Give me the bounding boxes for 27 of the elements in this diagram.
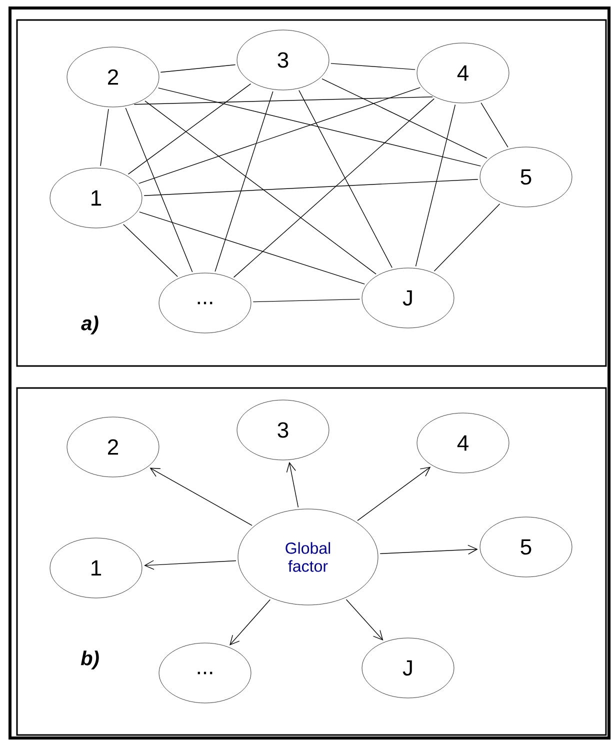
connector-line	[214, 91, 274, 272]
arrow	[357, 466, 431, 521]
connector-line	[233, 98, 435, 278]
connector-line	[134, 96, 433, 105]
arrow	[230, 599, 270, 646]
connector-line	[125, 108, 193, 272]
connector-line	[330, 63, 416, 70]
connector-line	[434, 204, 500, 272]
connector-line	[158, 88, 482, 166]
arrow	[144, 560, 236, 570]
connector-line	[322, 78, 488, 159]
connector-line	[128, 83, 252, 175]
connector-line	[298, 90, 392, 268]
connector-line	[144, 100, 376, 274]
connector-line	[123, 224, 178, 277]
connector-line	[138, 87, 420, 184]
arrow	[286, 462, 299, 508]
connector-line	[480, 102, 508, 148]
connector-line	[160, 64, 236, 73]
connector-line	[144, 179, 478, 196]
connector-line	[252, 298, 360, 302]
connector-line	[415, 104, 456, 267]
arrow	[380, 544, 478, 554]
arrow	[150, 468, 252, 526]
arrow	[346, 599, 384, 640]
connector-line	[139, 212, 365, 284]
connector-line	[100, 108, 109, 166]
